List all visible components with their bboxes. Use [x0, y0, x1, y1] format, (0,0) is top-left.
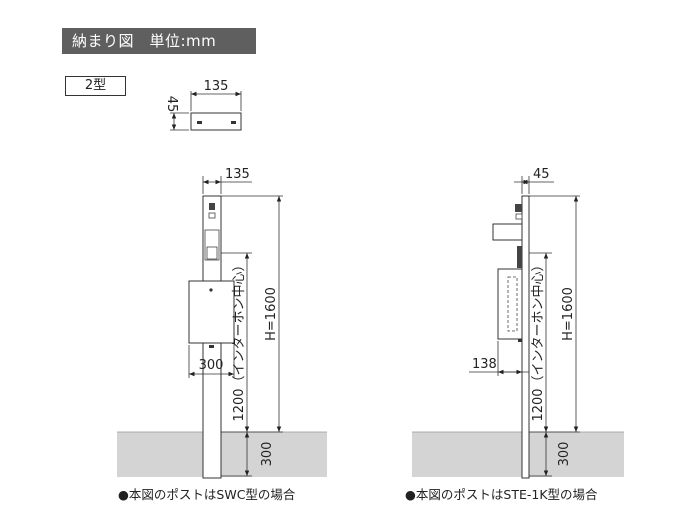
right-intercom-height-label: 1200（インターホン中心）	[531, 258, 546, 421]
left-mailbox-width-label: 300	[199, 358, 224, 373]
post	[521, 195, 530, 479]
cross-depth-label: 45	[164, 96, 179, 113]
type-label: 2型	[65, 76, 126, 96]
right-depth-label: 138	[472, 357, 497, 372]
left-total-height-label: H=1600	[264, 287, 279, 341]
cross-section: 135 45	[164, 79, 242, 131]
right-total-height-label: H=1600	[561, 287, 576, 341]
ground	[412, 432, 624, 477]
left-figure: 135 300 1200（インターホン中心） H=1600 300 ●本図のポス…	[117, 167, 327, 502]
intercom-bracket	[515, 204, 522, 212]
page-title: 納まり図 単位:mm	[62, 28, 256, 54]
right-ground-depth-label: 300	[557, 442, 572, 467]
cross-section-rect	[190, 112, 242, 131]
intercom-unit	[492, 223, 523, 241]
right-top-width-label: 45	[533, 167, 550, 182]
ground	[117, 432, 327, 477]
right-caption: ●本図のポストはSTE-1K型の場合	[405, 487, 598, 502]
left-ground-depth-label: 300	[260, 442, 275, 467]
left-top-width-label: 135	[225, 167, 250, 182]
left-intercom-height-label: 1200（インターホン中心）	[232, 258, 247, 421]
left-caption: ●本図のポストはSWC型の場合	[118, 487, 296, 502]
mailbox-side	[497, 268, 523, 340]
cross-width-label: 135	[204, 79, 229, 94]
right-figure: 45 138 1200（インターホン中心） H=1600 300 ●本図のポスト…	[405, 167, 624, 502]
